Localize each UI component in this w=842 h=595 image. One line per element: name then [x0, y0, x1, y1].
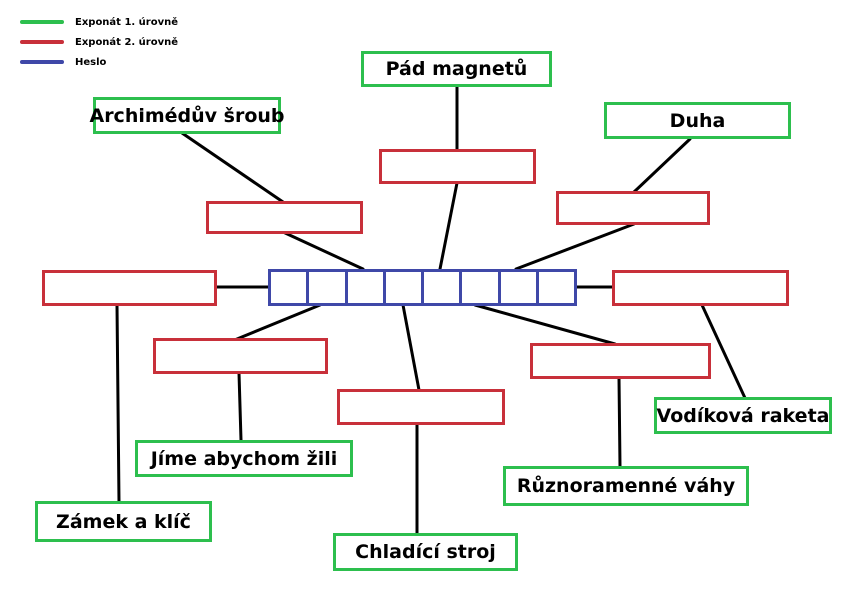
- exhibit-jime-abychom-zili: Jíme abychom žili: [135, 440, 353, 477]
- answer-field-zamek[interactable]: [42, 270, 217, 306]
- connector-vodikova-bottom: [700, 303, 747, 400]
- legend-item-level1: Exponát 1. úrovně: [20, 12, 178, 32]
- answer-field-jime[interactable]: [153, 338, 328, 374]
- answer-field-ruznoramenne[interactable]: [530, 343, 711, 379]
- heslo-cell-7[interactable]: [501, 272, 539, 303]
- heslo-cell-2[interactable]: [309, 272, 348, 303]
- heslo-password-row: [268, 269, 577, 306]
- answer-field-pad[interactable]: [379, 149, 536, 184]
- answer-field-archimeduv[interactable]: [206, 201, 363, 234]
- exhibit-pad-magnetu: Pád magnetů: [361, 51, 552, 87]
- legend-item-heslo: Heslo: [20, 52, 178, 72]
- connector-ruznoramenne-bottom: [617, 376, 622, 468]
- connector-duha-top: [632, 137, 692, 194]
- answer-field-duha[interactable]: [556, 191, 710, 225]
- legend-swatch-red: [20, 40, 64, 44]
- exhibit-ruznoramenne-vahy: Různoramenné váhy: [503, 466, 749, 506]
- legend: Exponát 1. úrovně Exponát 2. úrovně Hesl…: [20, 12, 178, 72]
- connector-archimeduv-top: [180, 131, 285, 204]
- heslo-cell-6[interactable]: [462, 272, 501, 303]
- heslo-cell-1[interactable]: [271, 272, 310, 303]
- exhibit-archimeduv-sroub: Archimédův šroub: [89, 97, 285, 134]
- connector-zamek-bottom: [115, 303, 121, 504]
- connector-jime-top: [235, 303, 322, 341]
- legend-item-level2: Exponát 2. úrovně: [20, 32, 178, 52]
- exhibit-chladici-stroj: Chladící stroj: [333, 533, 518, 571]
- answer-field-vodikova[interactable]: [612, 270, 789, 306]
- exhibit-vodikova-raketa: Vodíková raketa: [654, 397, 832, 434]
- connector-archimeduv-bottom: [281, 230, 365, 271]
- answer-field-chladici[interactable]: [337, 389, 505, 425]
- legend-label: Exponát 1. úrovně: [75, 16, 179, 28]
- connector-duha-bottom: [514, 222, 636, 271]
- heslo-cell-8[interactable]: [539, 272, 574, 303]
- connector-chladici-top: [401, 303, 421, 392]
- connector-jime-bottom: [237, 371, 243, 442]
- legend-swatch-blue: [20, 60, 64, 64]
- heslo-cell-4[interactable]: [386, 272, 424, 303]
- connector-pad-bottom: [438, 181, 459, 271]
- legend-swatch-green: [20, 20, 64, 24]
- connector-ruznoramenne-top: [473, 303, 617, 346]
- exhibit-zamek-a-klic: Zámek a klíč: [35, 501, 212, 542]
- exhibit-duha: Duha: [604, 102, 791, 139]
- heslo-cell-3[interactable]: [348, 272, 386, 303]
- heslo-cell-5[interactable]: [424, 272, 463, 303]
- legend-label: Heslo: [75, 56, 107, 68]
- legend-label: Exponát 2. úrovně: [75, 36, 179, 48]
